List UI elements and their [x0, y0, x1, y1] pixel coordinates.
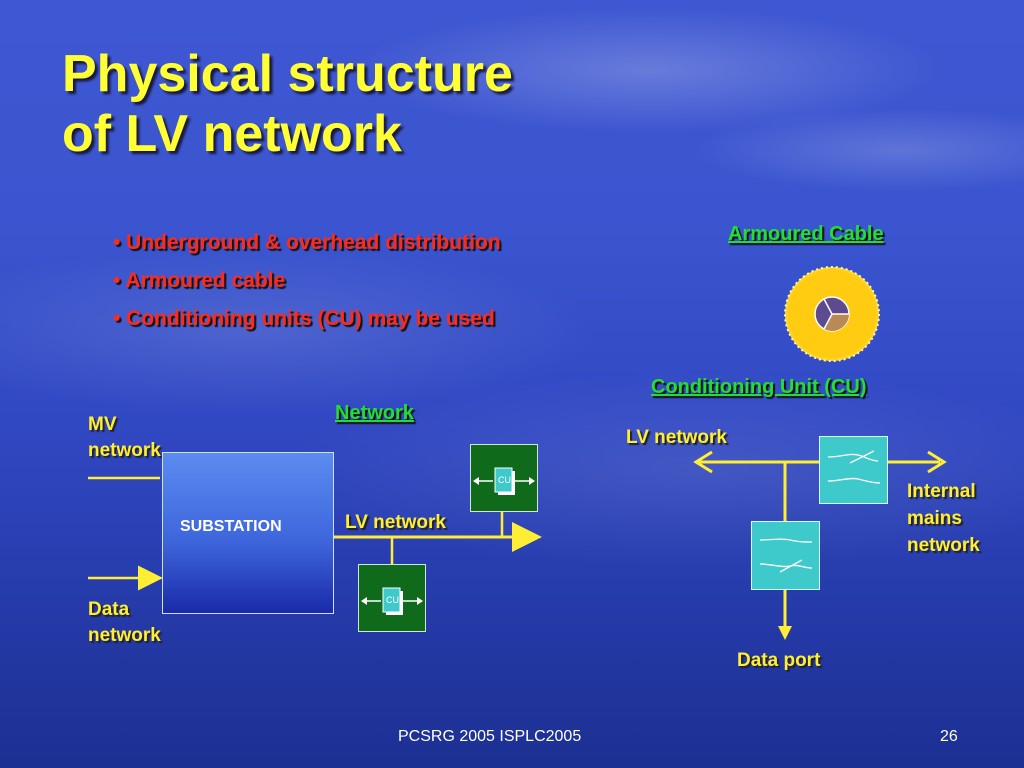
data-port-label: Data port: [737, 650, 821, 671]
title-line-1: Physical structure: [62, 45, 513, 103]
filter-slash: [849, 450, 875, 464]
armoured-cable-heading: Armoured Cable: [728, 223, 884, 245]
cu-unit-top: CU: [470, 444, 538, 512]
cu-chip: [494, 467, 513, 493]
cable-core-divider: [823, 313, 833, 330]
cu-chip: [382, 587, 401, 613]
bullet-item: • Armoured cable: [113, 269, 286, 292]
mv-network-label: MV network: [88, 412, 161, 464]
data-network-label: Data network: [88, 597, 161, 649]
conditioning-unit-heading: Conditioning Unit (CU): [651, 376, 867, 398]
data-port-arrow: [778, 626, 792, 640]
lv-network-label-right: LV network: [626, 427, 727, 448]
data-network-label-line: Data: [88, 599, 130, 620]
cu-unit-bottom-graphic: [361, 587, 423, 615]
filter-curve: [759, 563, 813, 569]
armoured-cable-icon: [784, 266, 880, 362]
filter-curve: [827, 477, 881, 484]
title-line-2: of LV network: [62, 105, 402, 163]
internal-mains-label-line: network: [907, 535, 980, 556]
bullet-item: • Conditioning units (CU) may be used: [113, 307, 495, 330]
mv-network-label-line: network: [88, 440, 161, 461]
cu-label: CU: [498, 475, 511, 485]
lv-network-label-left: LV network: [345, 512, 446, 533]
conditioning-unit-data-filter: [751, 521, 820, 590]
page-number: 26: [940, 728, 958, 745]
bullet-list: • Underground & overhead distribution • …: [113, 228, 501, 342]
filter-symbol: [827, 450, 881, 484]
cu-lead-arrow: [361, 597, 367, 605]
internal-mains-label-line: mains: [907, 508, 962, 529]
data-network-label-line: network: [88, 625, 161, 646]
filter-slash: [779, 559, 803, 573]
bullet-item: • Underground & overhead distribution: [113, 231, 501, 254]
cu-lead-arrow: [473, 477, 479, 485]
footer-text: PCSRG 2005 ISPLC2005: [398, 728, 582, 745]
lv-bus-arrow-left: [693, 450, 713, 474]
network-heading: Network: [335, 402, 414, 424]
cable-core-divider: [823, 298, 833, 315]
cu-label: CU: [386, 595, 399, 605]
cu-unit-bottom: CU: [358, 564, 426, 632]
conditioning-unit-filter: [819, 436, 888, 504]
filter-curve: [827, 453, 879, 462]
internal-mains-network-label: Internal mains network: [907, 478, 980, 559]
filter-curve: [759, 538, 813, 543]
substation-label: SUBSTATION: [180, 518, 282, 535]
cu-unit-top-graphic: [473, 467, 535, 495]
substation-box: [162, 452, 334, 614]
slide-title: Physical structure of LV network: [62, 44, 513, 164]
mv-network-label-line: MV: [88, 414, 117, 435]
cu-lead-arrow: [417, 597, 423, 605]
cu-lead-arrow: [529, 477, 535, 485]
internal-mains-label-line: Internal: [907, 481, 976, 502]
lv-bus-arrow-right: [927, 450, 947, 474]
filter-symbol: [759, 538, 813, 573]
